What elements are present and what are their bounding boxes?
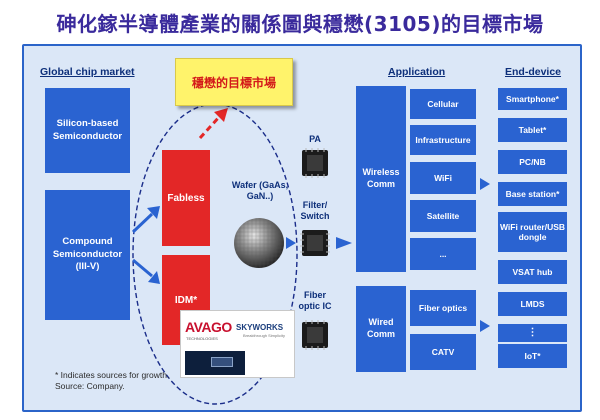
filter-switch-label: Filter/ Switch — [300, 200, 330, 222]
arrow-to-idm — [132, 258, 153, 278]
skyworks-logo-sub: Breakthrough Simplicity — [243, 333, 286, 338]
device-lmds: LMDS — [498, 292, 567, 316]
app-wifi: WiFi — [410, 162, 476, 194]
fiber-optic-chip-icon — [302, 320, 328, 350]
wafer-grid — [234, 218, 284, 268]
app-fiber-optics: Fiber optics — [410, 290, 476, 326]
wired-comm-box: Wired Comm — [356, 286, 406, 372]
footnote-growth: * Indicates sources for growth. — [55, 370, 170, 380]
device-tablet: Tablet* — [498, 118, 567, 142]
page-title: 砷化鎵半導體產業的關係圖與穩懋(3105)的目標市場 — [56, 12, 544, 36]
pa-chip-icon — [302, 148, 328, 178]
arrow-app-to-device-1 — [480, 178, 490, 190]
filter-switch-chip-icon — [300, 230, 330, 256]
arrow-chips-to-application — [336, 237, 352, 249]
skyworks-logo: SKYWORKS — [236, 323, 284, 332]
app-satellite: Satellite — [410, 200, 476, 232]
device-iot: IoT* — [498, 344, 567, 368]
header-application: Application — [388, 66, 446, 78]
target-arrow-head — [214, 108, 228, 122]
arrow-wafer-to-chips — [286, 237, 296, 249]
company-logos-panel: AVAGO TECHNOLOGIES SKYWORKS Breakthrough… — [180, 310, 295, 378]
silicon-semiconductor-box: Silicon-based Semiconductor — [45, 88, 130, 173]
device-pc-nb: PC/NB — [498, 150, 567, 174]
arrow-app-to-device-2 — [480, 320, 490, 332]
fabless-box: Fabless — [162, 150, 210, 246]
wafer-label: Wafer (GaAs, GaN..) — [231, 180, 289, 202]
footnote-source: Source: Company. — [55, 381, 125, 392]
device-vsat-hub: VSAT hub — [498, 260, 567, 284]
target-market-note: 穩懋的目標市場 — [175, 58, 293, 106]
arrow-to-fabless — [131, 212, 154, 234]
target-arrow — [198, 114, 222, 140]
avago-logo: AVAGO — [185, 319, 232, 335]
arrow-to-idm-head — [148, 271, 160, 284]
device-smartphone: Smartphone* — [498, 88, 567, 110]
compound-semiconductor-box: Compound Semiconductor (III-V) — [45, 190, 130, 320]
device-base-station: Base station* — [498, 182, 567, 206]
header-global-chip-market: Global chip market — [40, 66, 135, 78]
device-more: ⋮ — [498, 324, 567, 342]
app-cellular: Cellular — [410, 89, 476, 119]
device-wifi-router: WiFi router/USB dongle — [498, 212, 567, 252]
arrow-to-fabless-head — [147, 206, 160, 219]
app-more: ... — [410, 238, 476, 270]
wireless-comm-box: Wireless Comm — [356, 86, 406, 272]
footnote: * Indicates sources for growth. Source: … — [55, 370, 169, 392]
qorvo-logo-image — [185, 351, 245, 375]
app-catv: CATV — [410, 334, 476, 370]
header-end-device: End-device — [505, 66, 562, 78]
target-ellipse — [132, 103, 298, 405]
fiber-optic-label: Fiber optic IC — [298, 290, 332, 312]
avago-logo-sub: TECHNOLOGIES — [186, 336, 218, 341]
app-infrastructure: Infrastructure — [410, 125, 476, 155]
pa-label: PA — [309, 134, 321, 144]
